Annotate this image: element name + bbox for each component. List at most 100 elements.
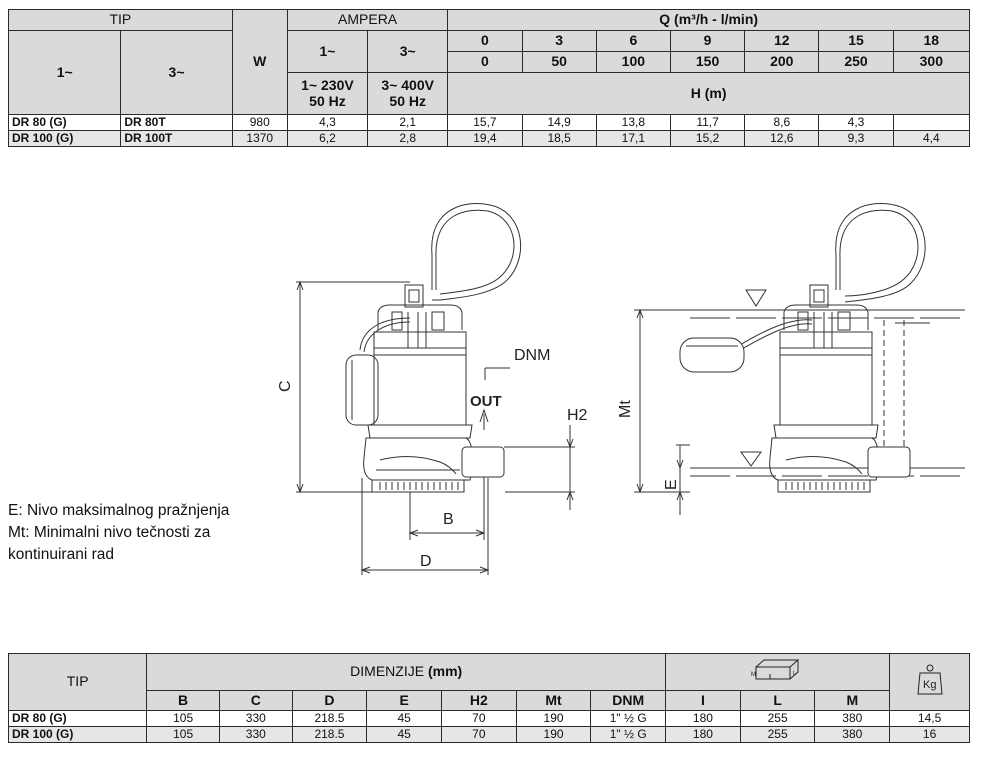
water-level-high-icon bbox=[745, 289, 767, 307]
dimension-mt bbox=[634, 308, 690, 494]
dim-value: 1" ½ G bbox=[590, 710, 667, 727]
model-1phase: DR 100 (G) bbox=[7, 130, 122, 147]
phase1-header: 1~ bbox=[7, 30, 122, 115]
label-out: OUT bbox=[470, 393, 502, 410]
dimensions-table: TIP DIMENZIJE (mm) M L bbox=[7, 653, 970, 743]
pack-col-header: I bbox=[665, 690, 741, 711]
q-m3h-cell: 6 bbox=[595, 30, 671, 52]
head-value: 11,7 bbox=[669, 114, 746, 131]
pump-installation-view bbox=[679, 202, 965, 493]
dim-col-header: H2 bbox=[441, 690, 517, 711]
table-row: DR 80 (G) DR 80T 980 4,3 2,1 15,7 14,9 1… bbox=[7, 114, 971, 131]
legend-line: kontinuirani rad bbox=[8, 546, 114, 563]
label-h2: H2 bbox=[567, 407, 588, 424]
pack-value: 380 bbox=[814, 726, 891, 743]
dim-value: 190 bbox=[515, 710, 592, 727]
head-value: 14,9 bbox=[521, 114, 597, 131]
pack-col-header: M bbox=[814, 690, 891, 711]
model-name: DR 100 (G) bbox=[7, 726, 148, 743]
svg-text:Kg: Kg bbox=[923, 679, 936, 691]
head-value: 4,4 bbox=[892, 130, 971, 147]
performance-table: TIP W AMPERA Q (m³/h - l/min) 1~ 3~ 1~ 3… bbox=[7, 9, 971, 147]
ampera-header: AMPERA bbox=[286, 9, 449, 31]
weight-value: 14,5 bbox=[889, 710, 970, 727]
legend: E: Nivo maksimalnog pražnjenja Mt: Minim… bbox=[8, 500, 229, 566]
label-d: D bbox=[420, 553, 432, 570]
dimension-h2 bbox=[504, 425, 575, 510]
table-row: DR 100 (G) 105 330 218.5 45 70 190 1" ½ … bbox=[7, 726, 970, 743]
head-value: 17,1 bbox=[595, 130, 671, 147]
label-dnm: DNM bbox=[514, 347, 550, 364]
pump-dimension-drawing: C DNM OUT H2 B D Mt E bbox=[277, 202, 965, 575]
dim-value: 105 bbox=[146, 726, 220, 743]
table-row: DR 80 (G) 105 330 218.5 45 70 190 1" ½ G… bbox=[7, 710, 970, 727]
inlet-grid bbox=[379, 482, 459, 490]
dim-value: 105 bbox=[146, 710, 220, 727]
dim-value: 218.5 bbox=[291, 710, 368, 727]
dim-col-header: Mt bbox=[515, 690, 592, 711]
dim-value: 1" ½ G bbox=[590, 726, 667, 743]
q-m3h-cell: 0 bbox=[447, 30, 523, 52]
table-row: DR 100 (G) DR 100T 1370 6,2 2,8 19,4 18,… bbox=[7, 130, 971, 147]
head-value: 9,3 bbox=[818, 130, 894, 147]
head-value: 19,4 bbox=[447, 130, 523, 147]
packaging-header: M L bbox=[665, 653, 891, 691]
head-value: 15,2 bbox=[669, 130, 746, 147]
head-value: 18,5 bbox=[521, 130, 597, 147]
label-mt: Mt bbox=[617, 400, 634, 418]
dimensions-unit: (mm) bbox=[427, 663, 463, 680]
legend-line: E: Nivo maksimalnog pražnjenja bbox=[8, 502, 230, 519]
dim-value: 330 bbox=[218, 726, 293, 743]
pack-value: 180 bbox=[665, 710, 741, 727]
power-value: 1370 bbox=[231, 130, 288, 147]
power-value: 980 bbox=[231, 114, 288, 131]
dim-col-header: C bbox=[218, 690, 293, 711]
power-header: W bbox=[231, 9, 288, 115]
amp1-voltage: 1~ 230V 50 Hz bbox=[286, 72, 369, 115]
dim-value: 70 bbox=[441, 710, 517, 727]
model-3phase: DR 100T bbox=[120, 130, 233, 147]
model-name: DR 80 (G) bbox=[7, 710, 148, 727]
amp1-value: 6,2 bbox=[286, 130, 369, 147]
amp3-voltage: 3~ 400V 50 Hz bbox=[367, 72, 449, 115]
dimension-b bbox=[408, 477, 486, 540]
svg-text:L: L bbox=[793, 671, 797, 677]
dim-value: 70 bbox=[441, 726, 517, 743]
q-m3h-cell: 3 bbox=[521, 30, 597, 52]
q-lmin-cell: 0 bbox=[447, 51, 523, 73]
water-level-low-icon bbox=[740, 451, 762, 467]
dim-value: 330 bbox=[218, 710, 293, 727]
dimension-c bbox=[296, 280, 410, 494]
q-lmin-cell: 250 bbox=[818, 51, 894, 73]
label-b: B bbox=[443, 511, 454, 528]
q-lmin-cell: 50 bbox=[521, 51, 597, 73]
amp3-value: 2,8 bbox=[367, 130, 449, 147]
amp3-header: 3~ bbox=[367, 30, 449, 73]
pack-value: 255 bbox=[739, 726, 816, 743]
q-m3h-cell: 9 bbox=[669, 30, 746, 52]
q-m3h-cell: 15 bbox=[818, 30, 894, 52]
label-c: C bbox=[277, 380, 294, 392]
out-arrow-icon bbox=[479, 408, 489, 430]
dim-value: 218.5 bbox=[291, 726, 368, 743]
weight-icon: Kg bbox=[917, 664, 943, 695]
dim-value: 45 bbox=[366, 726, 442, 743]
dim-value: 45 bbox=[366, 710, 442, 727]
dimensions-title: DIMENZIJE bbox=[350, 663, 425, 680]
legend-line: Mt: Minimalni nivo tečnosti za bbox=[8, 524, 211, 541]
pack-col-header: L bbox=[739, 690, 816, 711]
dim-col-header: D bbox=[291, 690, 368, 711]
pack-value: 255 bbox=[739, 710, 816, 727]
dim-col-header: DNM bbox=[590, 690, 667, 711]
weight-header: Kg bbox=[889, 653, 970, 711]
q-lmin-cell: 100 bbox=[595, 51, 671, 73]
dim-col-header: E bbox=[366, 690, 442, 711]
dim-value: 190 bbox=[515, 726, 592, 743]
dimension-e bbox=[676, 444, 690, 515]
svg-text:M: M bbox=[751, 672, 756, 678]
inlet-grid bbox=[785, 482, 865, 490]
dim-col-header: B bbox=[146, 690, 220, 711]
pack-value: 180 bbox=[665, 726, 741, 743]
q-m3h-cell: 12 bbox=[744, 30, 820, 52]
tip-header: TIP bbox=[7, 653, 148, 711]
